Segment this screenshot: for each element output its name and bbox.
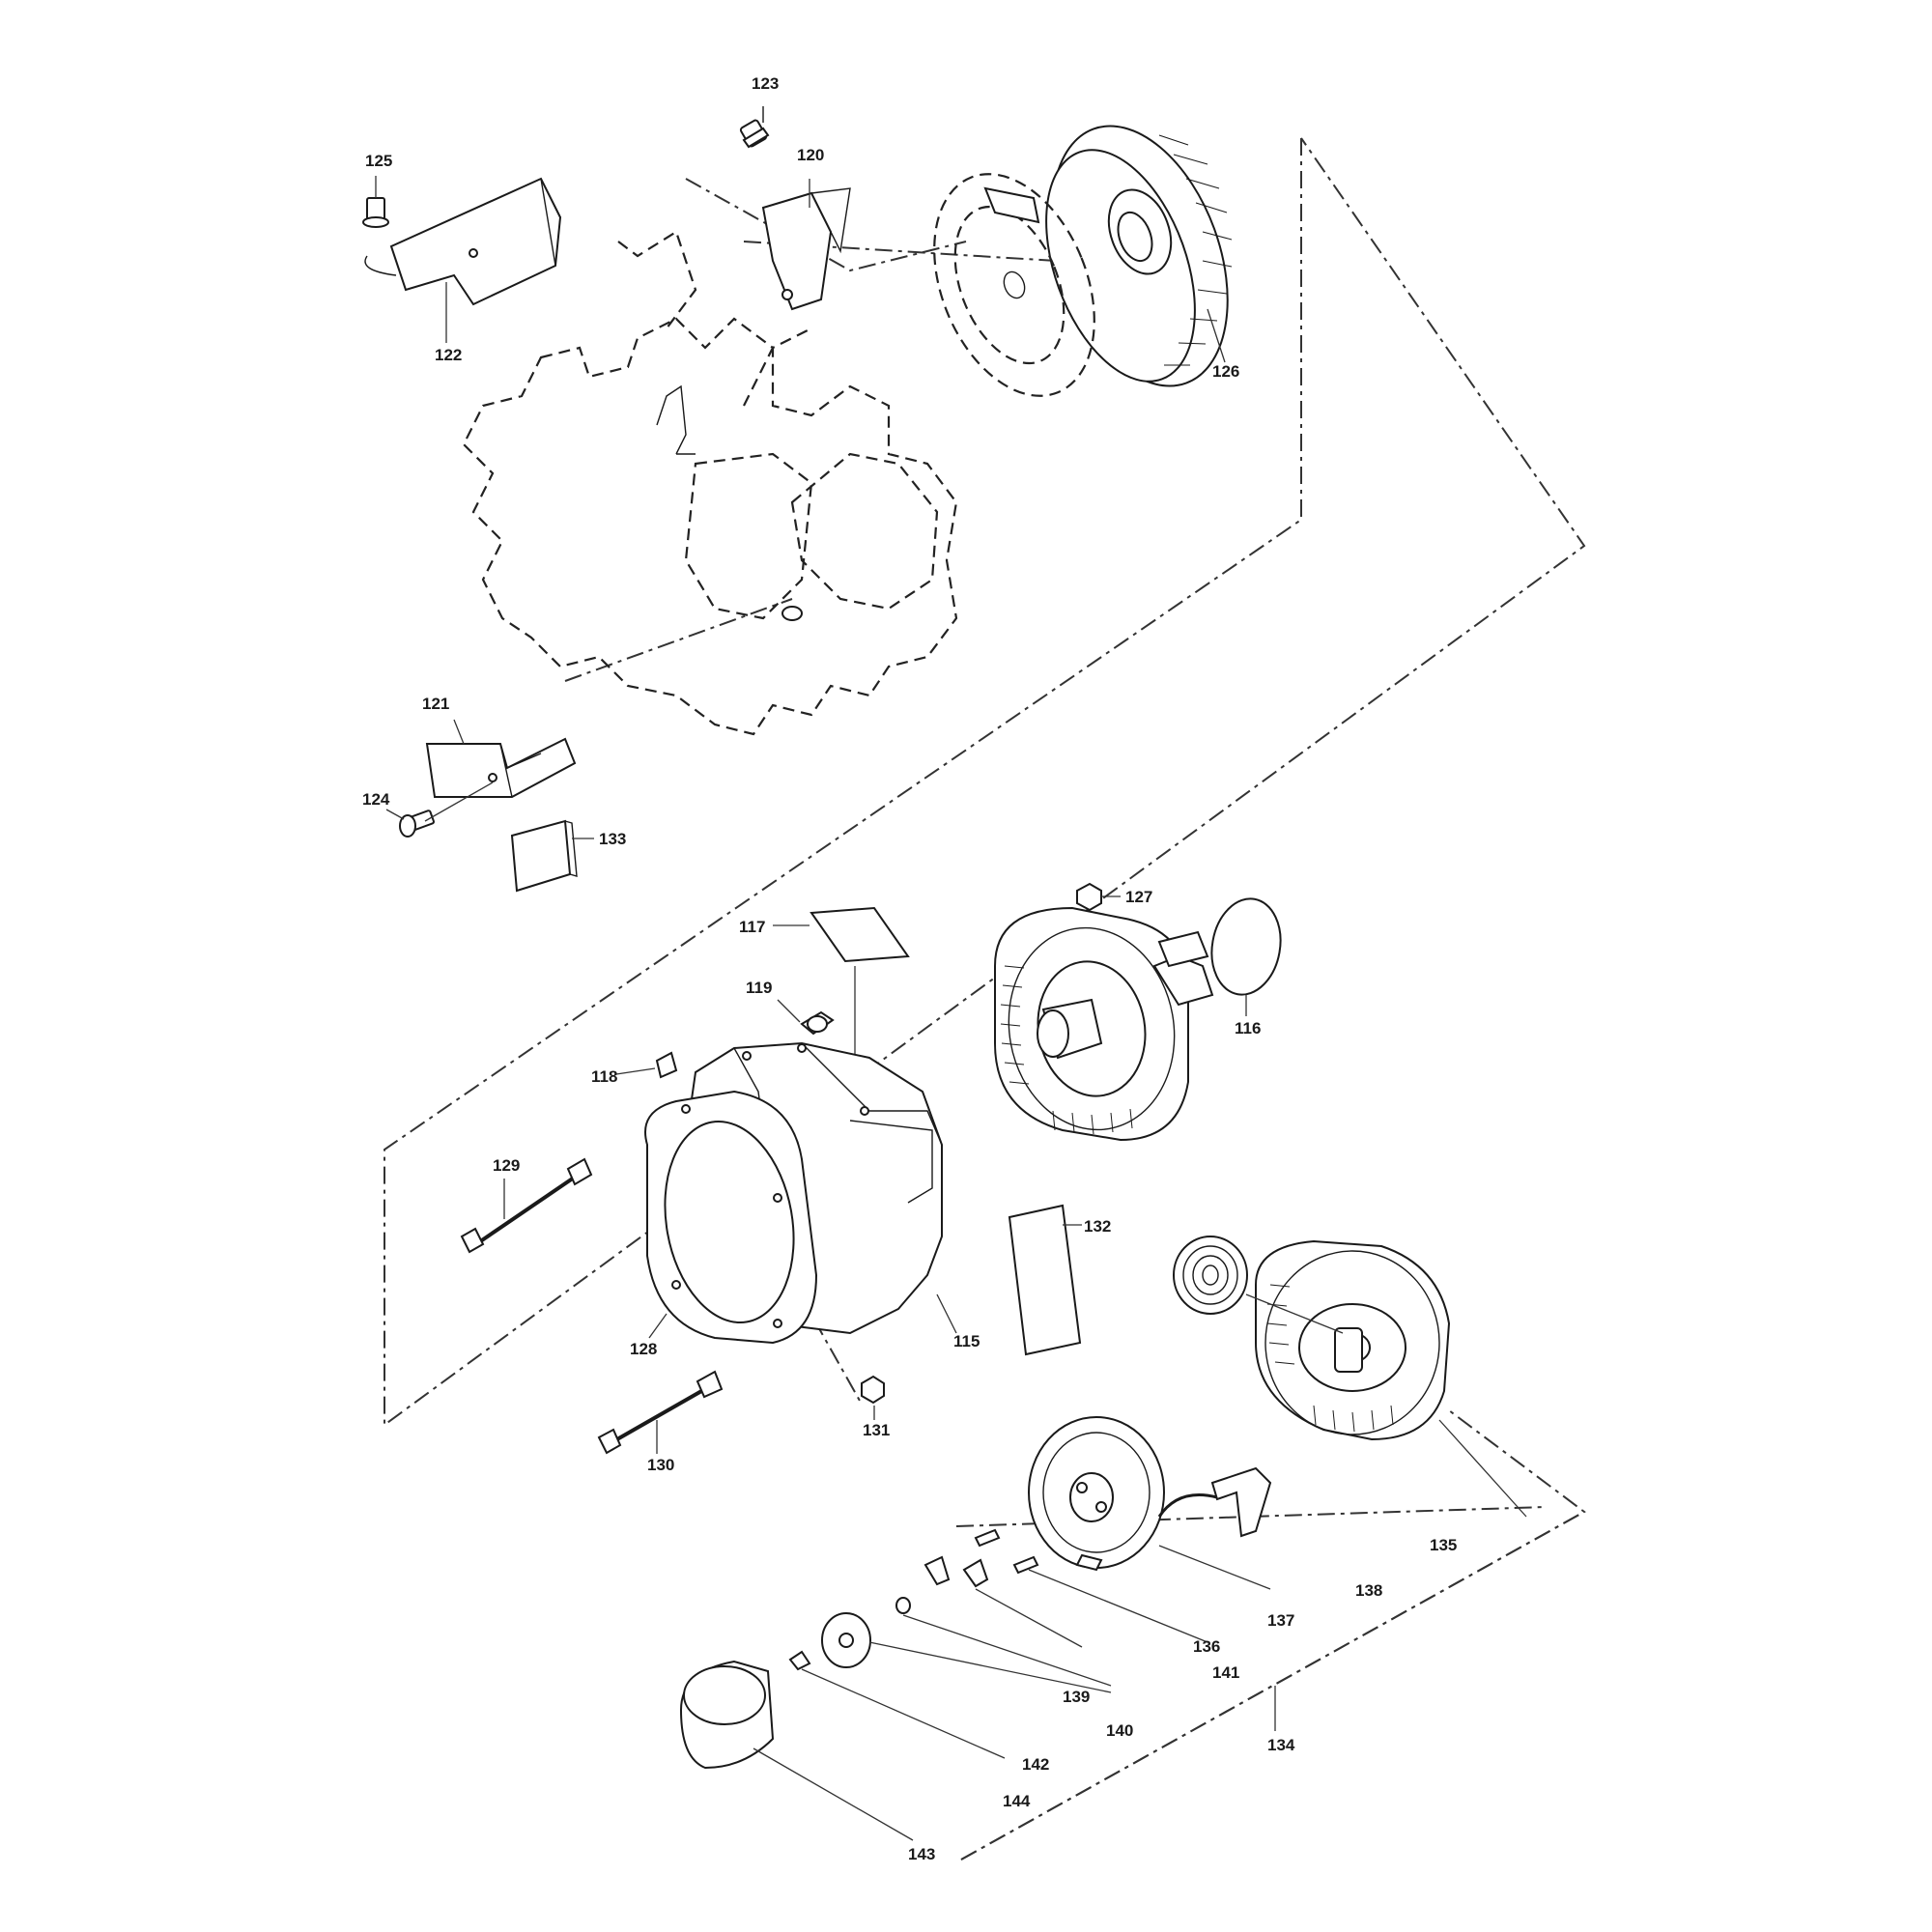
label-137: 137 xyxy=(1267,1611,1294,1630)
callout-labels: 123 120 125 122 126 121 124 133 117 127 … xyxy=(362,74,1457,1863)
assembly-axis-lines xyxy=(384,137,1586,1861)
part-136-reel xyxy=(1028,1416,1165,1572)
part-119-bolt xyxy=(777,999,835,1036)
label-144: 144 xyxy=(1003,1792,1031,1810)
part-118-plate xyxy=(615,1051,678,1079)
magneto-outline xyxy=(933,173,1095,397)
label-141: 141 xyxy=(1212,1663,1239,1682)
label-132: 132 xyxy=(1084,1217,1111,1236)
label-121: 121 xyxy=(422,695,449,713)
label-143: 143 xyxy=(908,1845,935,1863)
part-143-pulley xyxy=(679,1660,914,1841)
part-138-spring xyxy=(1173,1236,1344,1334)
part-142-plate xyxy=(821,1612,1112,1693)
label-118: 118 xyxy=(591,1067,617,1086)
label-136: 136 xyxy=(1193,1637,1220,1656)
label-127: 127 xyxy=(1125,888,1152,906)
part-121-bracket xyxy=(425,719,577,798)
part-128-gasket xyxy=(644,1090,818,1345)
label-133: 133 xyxy=(599,830,626,848)
label-135: 135 xyxy=(1430,1536,1457,1554)
label-115: 115 xyxy=(953,1332,980,1350)
label-129: 129 xyxy=(493,1156,520,1175)
part-125-bolt xyxy=(362,176,389,228)
label-120: 120 xyxy=(797,146,824,164)
label-142: 142 xyxy=(1022,1755,1049,1774)
label-117: 117 xyxy=(739,918,765,936)
label-130: 130 xyxy=(647,1456,674,1474)
part-140-ball xyxy=(895,1597,1112,1687)
label-116: 116 xyxy=(1235,1019,1261,1037)
label-126: 126 xyxy=(1212,362,1239,381)
engine-block-outline xyxy=(462,230,958,736)
part-134-assembly-bracket xyxy=(960,1511,1585,1861)
part-139-pawl xyxy=(923,1555,1083,1648)
part-126-flywheel xyxy=(1045,125,1233,387)
label-119: 119 xyxy=(746,979,772,997)
part-141-spring xyxy=(974,1528,1208,1643)
part-127-nut xyxy=(1076,882,1121,912)
label-131: 131 xyxy=(863,1421,890,1439)
label-139: 139 xyxy=(1063,1688,1090,1706)
label-124: 124 xyxy=(362,790,390,809)
part-116-ring xyxy=(1210,897,1282,1016)
label-123: 123 xyxy=(752,74,779,93)
label-138: 138 xyxy=(1355,1581,1382,1600)
starter-ribs xyxy=(1000,965,1133,1135)
label-134: 134 xyxy=(1267,1736,1295,1754)
part-124-bolt xyxy=(385,781,494,838)
part-131-nut xyxy=(861,1375,885,1420)
part-144-screw xyxy=(788,1650,1006,1759)
part-123-bolt xyxy=(739,106,770,149)
label-122: 122 xyxy=(435,346,462,364)
recoil-starter-upper xyxy=(994,906,1214,1142)
label-140: 140 xyxy=(1106,1721,1133,1740)
part-122-cover xyxy=(364,177,562,343)
part-137-handle xyxy=(1157,1466,1272,1590)
part-130-stud xyxy=(597,1370,724,1455)
part-135-starter-case xyxy=(1255,1239,1527,1518)
fan-fins xyxy=(1158,134,1233,366)
label-128: 128 xyxy=(630,1340,657,1358)
part-120-bracket xyxy=(761,179,851,311)
part-132-pad xyxy=(1008,1204,1082,1356)
part-133-pad xyxy=(510,819,594,893)
label-125: 125 xyxy=(365,152,392,170)
part-129-stud xyxy=(460,1157,593,1254)
